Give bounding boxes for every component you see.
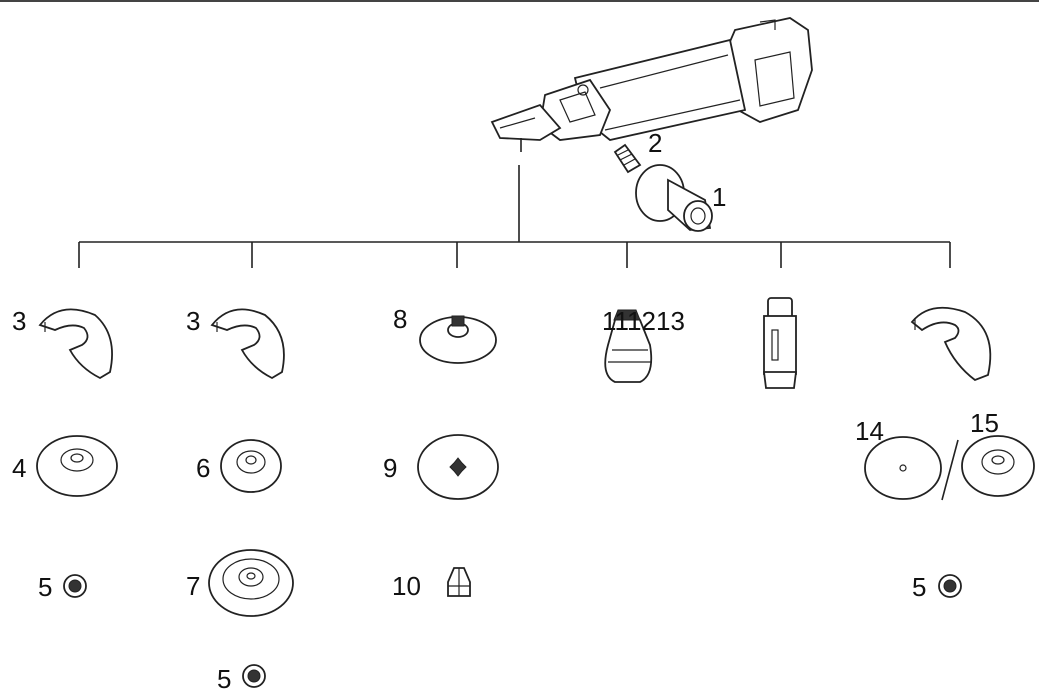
- label-111213: 111213: [602, 306, 685, 336]
- cup-brush-icon: [604, 309, 653, 383]
- lock-nut-icon: [938, 574, 962, 598]
- flange-icon: [208, 549, 294, 617]
- label-4: 4: [12, 453, 26, 483]
- label-6: 6: [196, 453, 210, 483]
- disc-icon: [864, 436, 942, 500]
- lock-nut-icon: [447, 567, 471, 597]
- or-separator: [941, 439, 959, 501]
- label-5-b: 5: [912, 572, 926, 602]
- flange-icon: [419, 315, 497, 364]
- flange-icon: [961, 435, 1035, 497]
- label-3-b: 3: [186, 306, 200, 336]
- flange-icon: [36, 435, 118, 497]
- label-15: 15: [970, 408, 999, 438]
- wheel-guard-icon: [910, 306, 992, 382]
- core-bit-icon: [762, 297, 798, 389]
- label-9: 9: [383, 453, 397, 483]
- disc-icon: [417, 434, 499, 500]
- wheel-guard-icon: [38, 308, 113, 380]
- label-7: 7: [186, 571, 200, 601]
- label-3-a: 3: [12, 306, 26, 336]
- side-handle-icon: [635, 164, 713, 232]
- wheel-guard-icon: [210, 308, 285, 380]
- lock-nut-icon: [63, 574, 87, 598]
- part-2-icon: [613, 143, 642, 174]
- label-5-c: 5: [217, 664, 231, 693]
- label-5-a: 5: [38, 572, 52, 602]
- angle-grinder-icon: [490, 17, 813, 152]
- flange-icon: [220, 439, 282, 493]
- label-10: 10: [392, 571, 421, 601]
- label-1: 1: [712, 182, 726, 212]
- label-14: 14: [855, 416, 884, 446]
- label-8: 8: [393, 304, 407, 334]
- connector-tree: [78, 165, 951, 268]
- label-2: 2: [648, 128, 662, 158]
- lock-nut-icon: [242, 664, 266, 688]
